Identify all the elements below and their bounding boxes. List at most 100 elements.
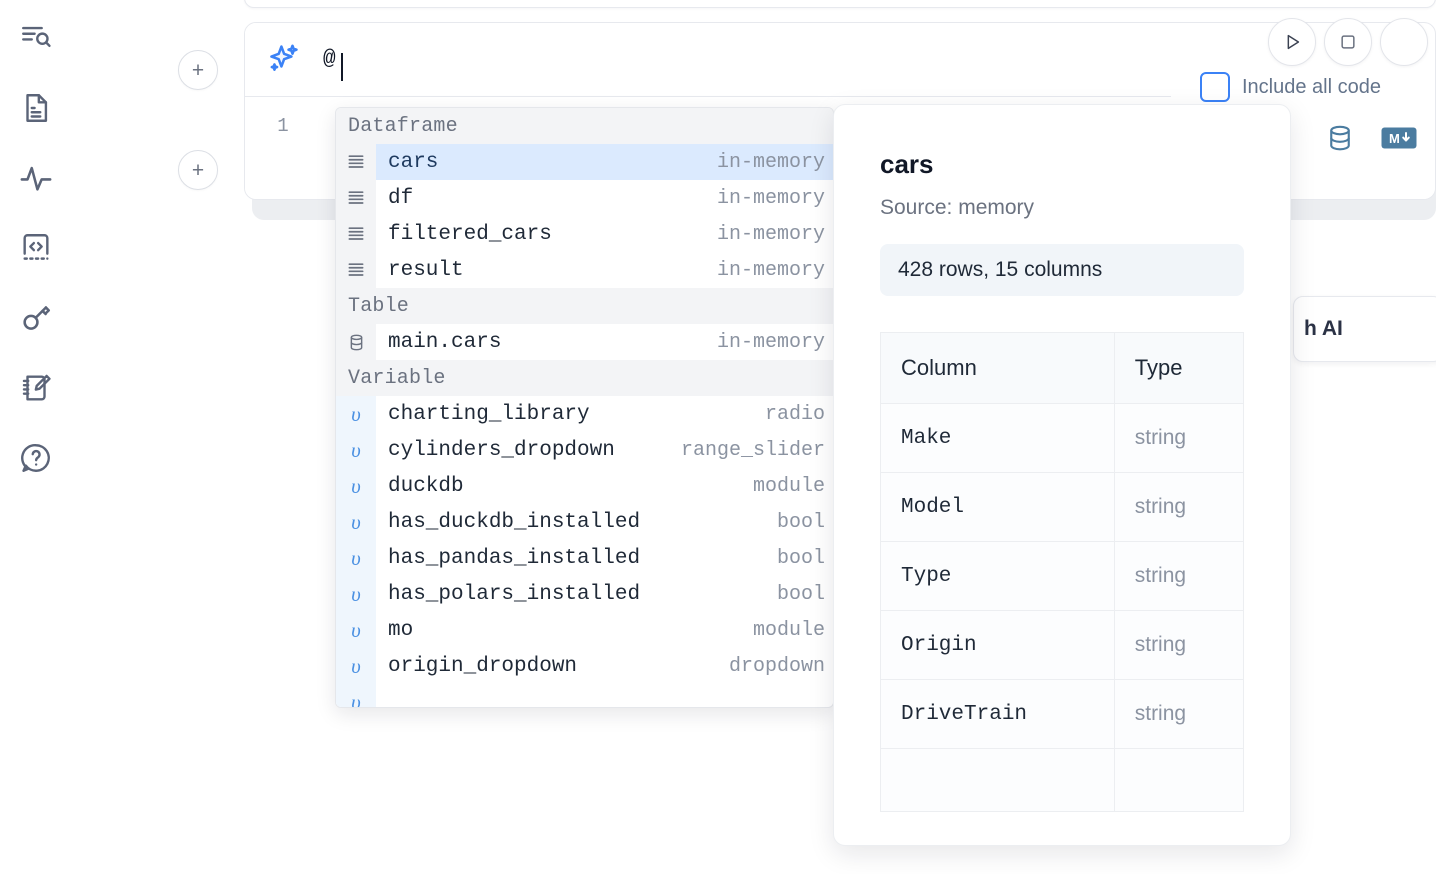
ai-prompt-input-wrap[interactable] xyxy=(321,47,1171,81)
preview-shape-badge: 428 rows, 15 columns xyxy=(880,244,1244,296)
autocomplete-item-body: has_polars_installed bool xyxy=(376,576,833,612)
autocomplete-item-name: has_pandas_installed xyxy=(388,546,641,570)
variable-icon: υ xyxy=(351,473,361,498)
autocomplete-item-type: in-memory xyxy=(716,150,825,174)
autocomplete-item[interactable]: υ origin_dropdown dropdown xyxy=(336,648,833,684)
dataframe-icon xyxy=(336,216,376,252)
file-icon[interactable] xyxy=(14,86,58,130)
autocomplete-item[interactable]: υ has_duckdb_installed bool xyxy=(336,504,833,540)
cell-run-controls xyxy=(1268,18,1428,66)
autocomplete-item[interactable]: υ xyxy=(336,684,833,707)
schema-column-name: Make xyxy=(880,403,1115,473)
autocomplete-item[interactable]: υ has_polars_installed bool xyxy=(336,576,833,612)
include-all-code-checkbox[interactable] xyxy=(1200,72,1230,102)
autocomplete-item-type: bool xyxy=(776,582,825,606)
plus-icon: + xyxy=(191,58,205,82)
ai-prompt-row xyxy=(245,23,1171,97)
table-icon xyxy=(336,324,376,360)
autocomplete-item-type: in-memory xyxy=(716,330,825,354)
add-cell-below-button[interactable]: + xyxy=(178,150,218,190)
variable-icon: υ xyxy=(336,576,376,612)
autocomplete-group-header: Dataframe xyxy=(336,108,833,144)
variable-icon: υ xyxy=(351,401,361,426)
autocomplete-item-body: has_pandas_installed bool xyxy=(376,540,833,576)
variable-icon: υ xyxy=(336,504,376,540)
schema-column-type: string xyxy=(1114,541,1244,611)
autocomplete-item-name: df xyxy=(388,186,414,210)
variable-icon: υ xyxy=(336,396,376,432)
variable-icon: υ xyxy=(336,468,376,504)
autocomplete-item-body: charting_library radio xyxy=(376,396,833,432)
svg-text:M: M xyxy=(1389,131,1400,146)
autocomplete-item[interactable]: υ charting_library radio xyxy=(336,396,833,432)
variable-icon: υ xyxy=(351,581,361,606)
add-cell-above-button[interactable]: + xyxy=(178,50,218,90)
autocomplete-item-type: dropdown xyxy=(728,654,825,678)
variable-icon: υ xyxy=(351,509,361,534)
ai-prompt-input[interactable] xyxy=(321,47,1171,72)
variable-icon: υ xyxy=(351,653,361,678)
markdown-icon[interactable]: M xyxy=(1381,125,1417,151)
ai-hint-card[interactable]: h AI xyxy=(1293,296,1436,362)
help-icon[interactable] xyxy=(14,436,58,480)
schema-column-name: Type xyxy=(880,541,1115,611)
more-actions-button[interactable] xyxy=(1380,18,1428,66)
autocomplete-item-body: cylinders_dropdown range_slider xyxy=(376,432,833,468)
autocomplete-item-type: range_slider xyxy=(680,438,825,462)
schema-column-type: string xyxy=(1114,472,1244,542)
autocomplete-item-type: radio xyxy=(764,402,825,426)
left-icon-rail xyxy=(0,0,72,874)
stop-cell-button[interactable] xyxy=(1324,18,1372,66)
activity-icon[interactable] xyxy=(14,156,58,200)
column-header-type: Type xyxy=(1114,332,1244,404)
autocomplete-item-name: has_polars_installed xyxy=(388,582,641,606)
scratchpad-edit-icon[interactable] xyxy=(14,366,58,410)
plus-icon: + xyxy=(191,158,205,182)
database-icon[interactable] xyxy=(1325,123,1355,153)
autocomplete-item-name: mo xyxy=(388,618,414,642)
secrets-key-icon[interactable] xyxy=(14,296,58,340)
autocomplete-item-name: cars xyxy=(388,150,439,174)
autocomplete-item-body: mo module xyxy=(376,612,833,648)
variable-icon: υ xyxy=(336,612,376,648)
column-header-column: Column xyxy=(880,332,1115,404)
include-all-code-row: Include all code xyxy=(1200,72,1381,102)
schema-column-type xyxy=(1114,748,1244,812)
autocomplete-item-type: module xyxy=(752,618,825,642)
autocomplete-item-name: origin_dropdown xyxy=(388,654,578,678)
autocomplete-item-type: bool xyxy=(776,546,825,570)
dataframe-icon xyxy=(336,144,376,180)
autocomplete-item-name: result xyxy=(388,258,464,282)
autocomplete-item-body: origin_dropdown dropdown xyxy=(376,648,833,684)
variable-icon: υ xyxy=(336,684,376,707)
autocomplete-item-type: bool xyxy=(776,510,825,534)
schema-column-type: string xyxy=(1114,403,1244,473)
snippets-code-icon[interactable] xyxy=(14,226,58,270)
autocomplete-item-name: charting_library xyxy=(388,402,590,426)
schema-column-type: string xyxy=(1114,610,1244,680)
explore-outline-icon[interactable] xyxy=(14,16,58,60)
cell-language-tools: M xyxy=(1325,123,1417,153)
schema-column-name: Origin xyxy=(880,610,1115,680)
autocomplete-item-name: has_duckdb_installed xyxy=(388,510,641,534)
autocomplete-item[interactable]: cars in-memory xyxy=(336,144,833,180)
schema-column-name: Model xyxy=(880,472,1115,542)
autocomplete-item-body: cars in-memory xyxy=(376,144,833,180)
table-row xyxy=(880,748,1244,812)
run-cell-button[interactable] xyxy=(1268,18,1316,66)
dataframe-preview-panel: cars Source: memory 428 rows, 15 columns… xyxy=(833,104,1291,846)
autocomplete-item-name: cylinders_dropdown xyxy=(388,438,615,462)
